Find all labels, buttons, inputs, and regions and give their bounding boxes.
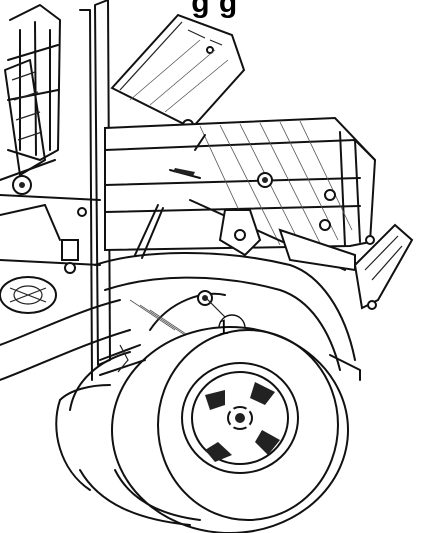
wheel-rim [181, 362, 299, 474]
cargo-bed [104, 116, 377, 252]
engine-pulley [0, 276, 57, 314]
roll-cage [7, 0, 111, 381]
tailgate [353, 223, 414, 310]
front-tire-partial [55, 384, 111, 491]
seat-back [4, 59, 46, 176]
lift-strut [134, 199, 356, 272]
page-title: g g [191, 0, 238, 19]
frame-left [0, 159, 101, 274]
rear-fender [0, 252, 356, 381]
callout-number-1: 1 [218, 314, 229, 339]
suspension-links [99, 344, 361, 381]
raised-cover-panel [110, 13, 246, 131]
